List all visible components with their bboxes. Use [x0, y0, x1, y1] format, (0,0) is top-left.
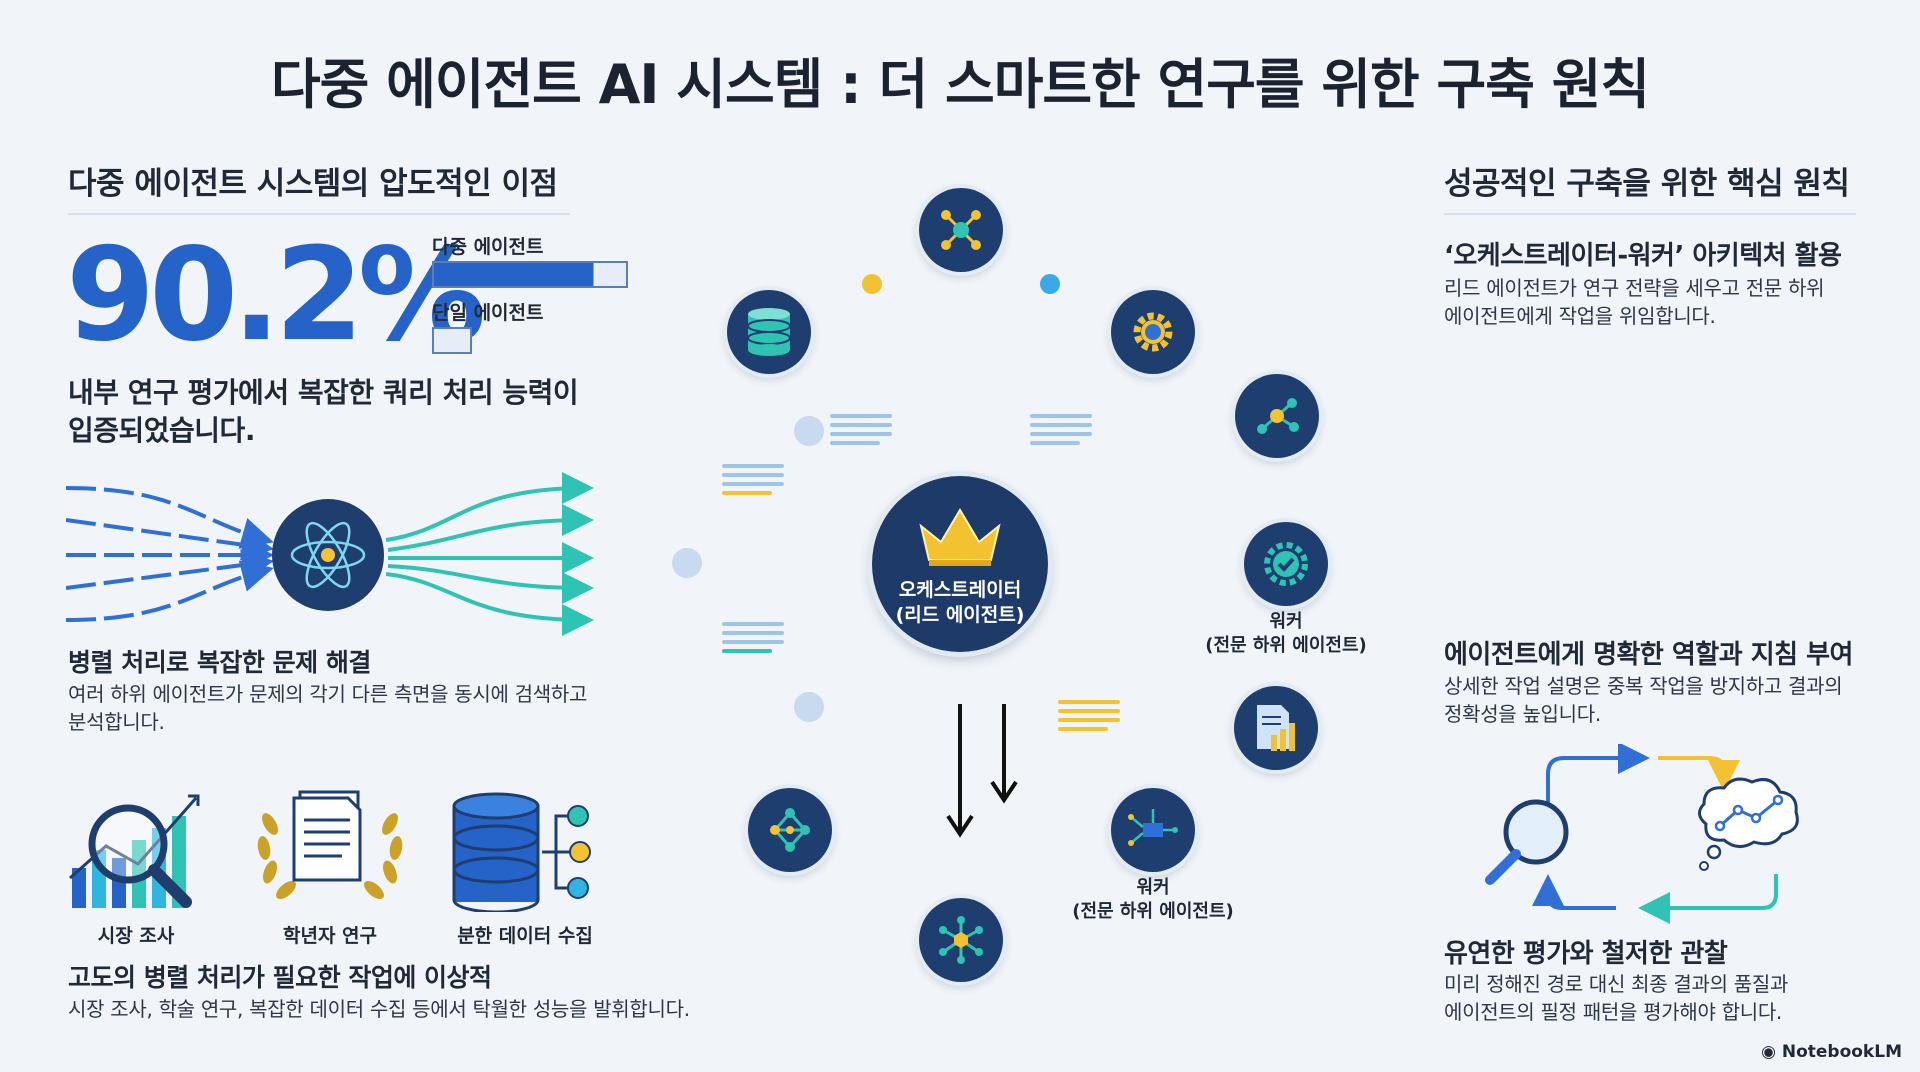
report-chart-icon: [1257, 705, 1295, 751]
connection-nodes-icon: [1257, 398, 1299, 434]
principle-2-line1: 상세한 작업 설명은 중복 작업을 방지하고 결과의: [1444, 674, 1843, 698]
worker-label-2-title: 워커: [1136, 877, 1170, 898]
worker-node-gear: [1111, 290, 1195, 374]
single-agent-bar: [432, 327, 472, 354]
market-research-chart-icon: [69, 794, 200, 908]
academic-paper-laurel-icon: [257, 790, 403, 899]
task-lines: [722, 464, 784, 500]
worker-label-1: 워커 (전문 하위 에이전트): [1194, 610, 1378, 658]
ideal-desc: 시장 조사, 학술 연구, 복잡한 데이터 수집 등에서 탁월한 성능을 발휘합…: [68, 997, 690, 1021]
principle-2-title: 에이전트에게 명확한 역할과 지침 부여: [1444, 640, 1853, 670]
decor-dot: [794, 692, 824, 722]
task-lines: [1058, 700, 1120, 736]
parallel-desc-line2: 분석합니다.: [68, 710, 165, 734]
notebooklm-label: NotebookLM: [1781, 1042, 1902, 1062]
crown-icon: [919, 508, 1001, 566]
orchestrator-node: 오케스트레이터 (리드 에이전트): [872, 476, 1048, 652]
worker-node-report: [1234, 686, 1318, 770]
principle-1-title: ‘오케스트레이터-워커’ 아키텍처 활용: [1444, 241, 1842, 271]
worker-node-database: [727, 290, 811, 374]
check-gear-icon: [1264, 542, 1308, 586]
flow-diagram-icon: [1128, 809, 1178, 846]
page-title: 다중 에이전트 AI 시스템 : 더 스마트한 연구를 위한 구축 원칙: [270, 53, 1650, 116]
right-section-heading: 성공적인 구축을 위한 핵심 원칙: [1444, 158, 1856, 215]
task-lines: [830, 414, 892, 450]
principle-3-line1: 미리 정해진 경로 대신 최종 결과의 품질과: [1444, 972, 1789, 996]
decor-dot: [794, 416, 824, 446]
left-section-heading: 다중 에이전트 시스템의 압도적인 이점: [68, 158, 570, 215]
principle-3-title: 유연한 평가와 철저한 관찰: [1444, 939, 1728, 969]
principle-1-line2: 에이전트에게 작업을 위임합니다.: [1444, 304, 1716, 328]
ideal-heading: 고도의 병렬 처리가 필요한 작업에 이상적: [68, 963, 492, 992]
orchestrator-subtitle: (리드 에이전트): [895, 604, 1025, 626]
task-lines: [722, 622, 784, 658]
worker-node-tree: [748, 788, 832, 872]
parallel-flow-illustration: [66, 472, 594, 636]
worker-node-check: [1244, 522, 1328, 606]
hub-network-icon: [939, 916, 983, 964]
worker-label-1-sub: (전문 하위 에이전트): [1205, 635, 1367, 656]
database-icon: [747, 308, 791, 356]
worker-node-flow: [1111, 788, 1195, 872]
use-case-label-academic: 학년자 연구: [282, 925, 377, 947]
notebooklm-watermark: ◉ NotebookLM: [1761, 1042, 1902, 1062]
worker-label-2-sub: (전문 하위 에이전트): [1072, 901, 1234, 922]
worker-label-1-title: 워커: [1269, 611, 1303, 632]
principle-3-line2: 에이전트의 필정 패턴을 평가해야 합니다.: [1444, 1000, 1782, 1024]
network-hub-icon: [941, 210, 981, 250]
evaluation-cycle-illustration: [1485, 744, 1799, 924]
task-lines: [1030, 414, 1092, 450]
notebooklm-logo-icon: ◉: [1761, 1042, 1782, 1062]
database-collection-icon: [452, 792, 591, 912]
down-arrows: [946, 704, 1018, 838]
principle-1-line1: 리드 에이전트가 연구 전략을 세우고 전문 하위: [1444, 276, 1825, 300]
parallel-desc-line1: 여러 하위 에이전트가 문제의 각기 다른 측면을 동시에 검색하고: [68, 682, 588, 706]
principle-2-line2: 정확성을 높입니다.: [1444, 702, 1601, 726]
worker-label-2: 워커 (전문 하위 에이전트): [1060, 876, 1246, 924]
parallel-heading: 병렬 처리로 복잡한 문제 해결: [68, 648, 371, 677]
stat-statement-line1: 내부 연구 평가에서 복잡한 쿼리 처리 능력이: [68, 376, 579, 409]
decor-dot: [1040, 274, 1060, 294]
gear-icon: [1133, 312, 1173, 352]
stat-percentage: 90.2%: [66, 221, 486, 370]
worker-node-network: [919, 188, 1003, 272]
worker-node-hub: [919, 898, 1003, 982]
multi-agent-bar: [432, 261, 628, 288]
worker-node-connect: [1235, 374, 1319, 458]
orchestrator-title: 오케스트레이터: [898, 579, 1022, 601]
use-case-label-market: 시장 조사: [97, 925, 175, 947]
hierarchy-nodes-icon: [770, 808, 810, 852]
decor-dot: [672, 548, 702, 578]
single-agent-bar-label: 단일 에이전트: [432, 302, 544, 324]
stat-statement-line2: 입증되었습니다.: [68, 414, 255, 447]
multi-agent-bar-label: 다중 에이전트: [432, 236, 544, 258]
use-case-label-data: 분한 데이터 수집: [457, 925, 593, 947]
decor-dot: [862, 274, 882, 294]
